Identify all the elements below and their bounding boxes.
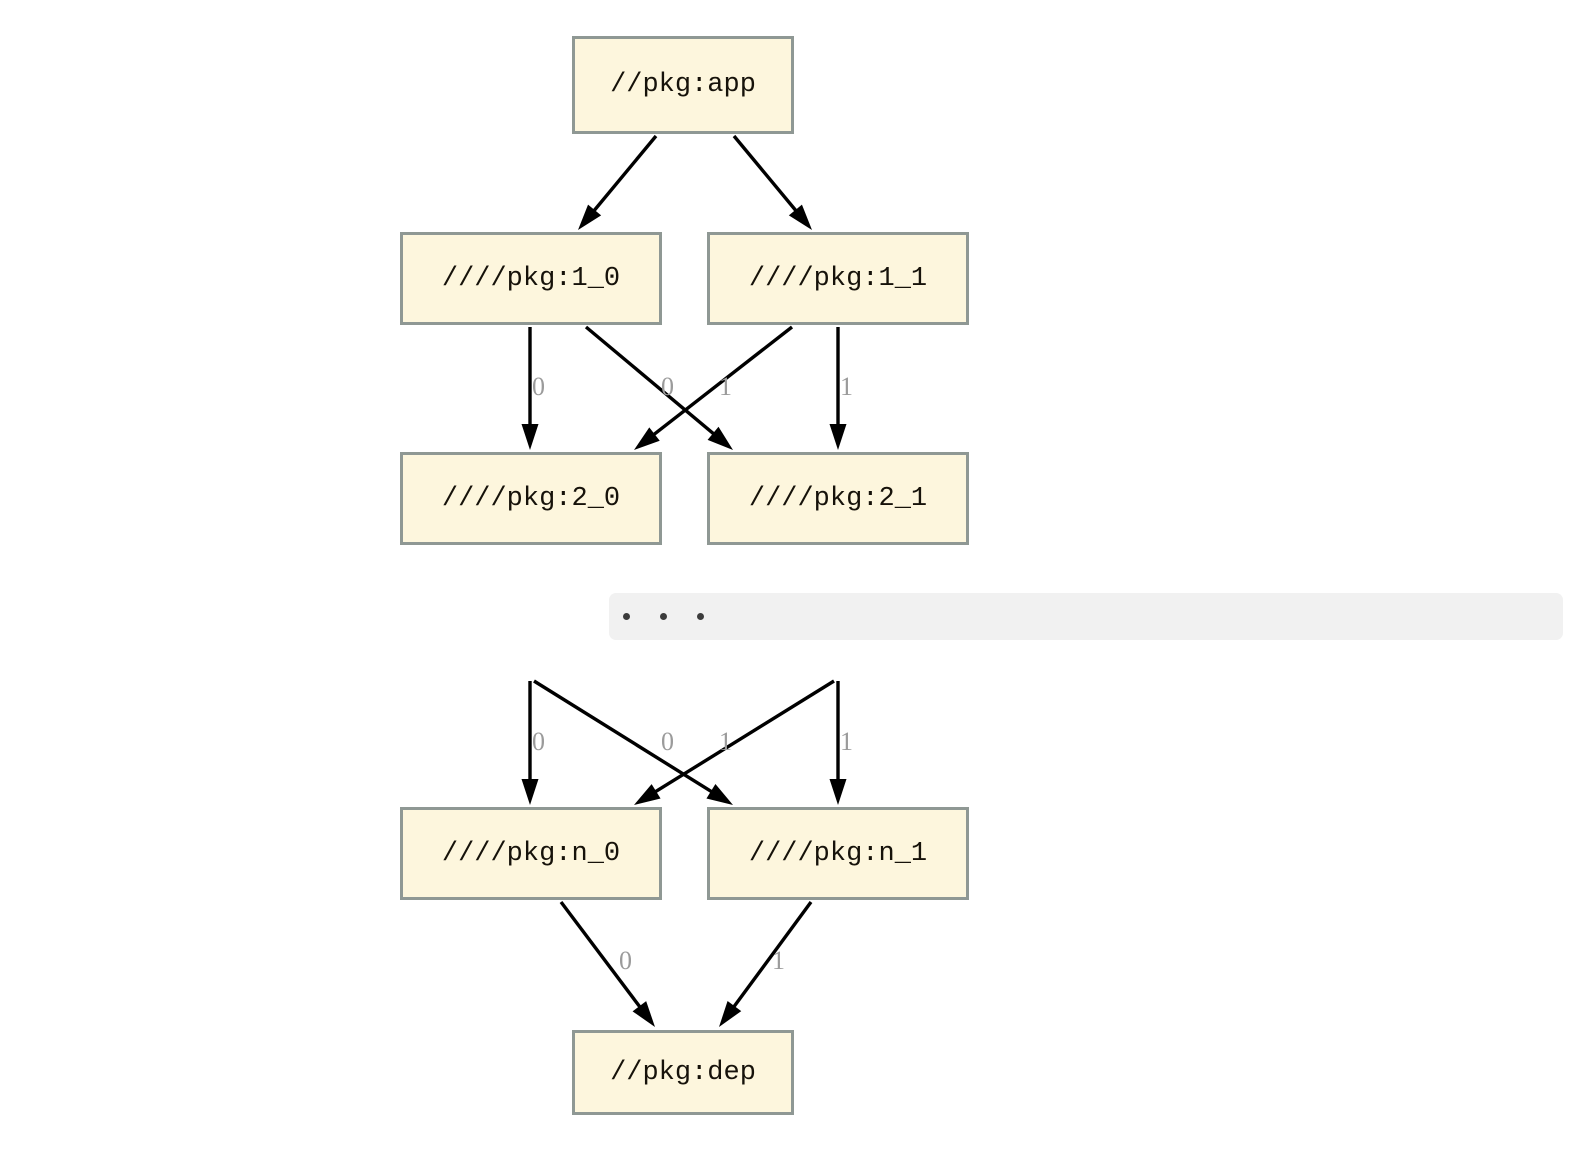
arrowhead-1_1-to-2_1 — [829, 424, 847, 450]
node-label: ////pkg:1_1 — [748, 263, 928, 294]
edge-label-1_0-to-2_0: 0 — [532, 372, 545, 401]
edge-label-1_1-to-2_0: 1 — [719, 372, 732, 401]
node-ln_0[interactable]: ////pkg:n_0 — [400, 807, 662, 900]
node-l2_1[interactable]: ////pkg:2_1 — [707, 452, 969, 545]
arrowhead-app-to-1_0 — [578, 204, 602, 230]
edge-label-n_1-to-dep: 1 — [772, 946, 785, 975]
node-label: ////pkg:2_0 — [441, 483, 621, 514]
node-l1_0[interactable]: ////pkg:1_0 — [400, 232, 662, 325]
ellipsis-dot — [660, 613, 667, 620]
node-label: ////pkg:n_1 — [748, 838, 928, 869]
edge-app-to-1_0 — [589, 134, 658, 216]
edge-n_0-to-dep — [559, 900, 645, 1013]
edge-app-to-1_1 — [732, 134, 801, 216]
arrowhead-n-in-1-cross — [634, 784, 661, 805]
node-dep[interactable]: //pkg:dep — [572, 1030, 794, 1115]
arrowhead-1_1-to-2_0 — [634, 427, 660, 450]
node-ln_1[interactable]: ////pkg:n_1 — [707, 807, 969, 900]
ellipsis-separator — [609, 593, 1563, 640]
node-l1_1[interactable]: ////pkg:1_1 — [707, 232, 969, 325]
ellipsis-dot — [623, 613, 630, 620]
edge-label-n-in-0-cross: 0 — [661, 727, 674, 756]
arrowhead-1_0-to-2_1 — [707, 426, 733, 450]
edge-n_1-to-dep — [729, 900, 813, 1012]
node-label: //pkg:app — [610, 70, 756, 100]
edge-1_1-to-2_0 — [648, 325, 794, 440]
node-label: ////pkg:2_1 — [748, 483, 928, 514]
arrowhead-n-in-0-left — [521, 779, 539, 805]
edge-n-in-1-cross — [650, 679, 835, 796]
edge-label-n-in-0-left: 0 — [532, 727, 545, 756]
node-app[interactable]: //pkg:app — [572, 36, 794, 134]
ellipsis-dot — [697, 613, 704, 620]
arrowhead-n_1-to-dep — [719, 1001, 742, 1027]
arrowhead-n-in-1-right — [829, 779, 847, 805]
edge-1_0-to-2_1 — [584, 325, 719, 439]
edge-label-n-in-1-right: 1 — [840, 727, 853, 756]
edge-label-1_1-to-2_1: 1 — [840, 372, 853, 401]
node-label: //pkg:dep — [610, 1057, 756, 1088]
edge-label-n_0-to-dep: 0 — [619, 946, 632, 975]
node-label: ////pkg:1_0 — [441, 263, 621, 294]
edge-n-in-0-cross — [533, 679, 717, 796]
edge-label-n-in-1-cross: 1 — [719, 727, 732, 756]
node-l2_0[interactable]: ////pkg:2_0 — [400, 452, 662, 545]
edge-label-1_0-to-2_1: 0 — [661, 372, 674, 401]
arrowhead-n_0-to-dep — [632, 1001, 655, 1027]
node-label: ////pkg:n_0 — [441, 838, 621, 869]
arrowhead-app-to-1_1 — [788, 204, 812, 230]
arrowhead-n-in-0-cross — [706, 784, 733, 805]
arrowhead-1_0-to-2_0 — [521, 424, 539, 450]
